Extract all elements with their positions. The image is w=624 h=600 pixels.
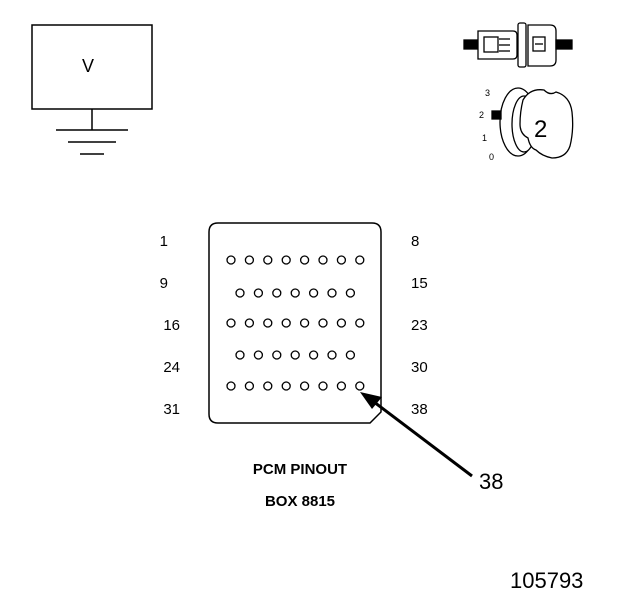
- connector-pin: [253, 350, 264, 360]
- connector-pin: [308, 288, 319, 298]
- ground-icon: [56, 109, 128, 155]
- connector-pin: [235, 350, 245, 360]
- connector-pin: [272, 350, 282, 360]
- connector-pin: [244, 255, 255, 265]
- left-pin-label: 31: [163, 401, 180, 418]
- connector-pin: [299, 255, 310, 265]
- connector-pin: [281, 381, 291, 391]
- right-pin-label: 30: [411, 359, 428, 376]
- left-pin-label: 24: [163, 359, 180, 376]
- connector-pin: [253, 288, 264, 298]
- connector-pin: [308, 350, 319, 360]
- connector-plug-icon: [463, 22, 573, 68]
- connector-pin: [290, 288, 300, 298]
- callout-pin-label: 38: [479, 469, 504, 494]
- connector-pin: [226, 318, 236, 328]
- left-pin-label: 9: [159, 275, 168, 292]
- connector-pin: [355, 318, 365, 328]
- connector-pin: [263, 255, 273, 265]
- connector-pin: [318, 381, 328, 391]
- connector-pin: [336, 318, 347, 328]
- connector-pin: [281, 318, 291, 328]
- diagram-subtitle: BOX 8815: [264, 493, 336, 510]
- connector-pin: [244, 381, 255, 391]
- right-pin-label: 23: [411, 317, 428, 334]
- left-pin-label: 16: [163, 317, 180, 334]
- connector-pin: [318, 255, 328, 265]
- connector-pin: [281, 255, 291, 265]
- right-pin-label: 38: [411, 401, 428, 418]
- figure-number: 105793: [510, 568, 584, 593]
- right-pin-label: 15: [411, 275, 428, 292]
- connector-pin: [226, 255, 236, 265]
- dial-tick-1: 1: [482, 133, 488, 143]
- connector-pin: [318, 318, 328, 328]
- connector-pin: [336, 381, 347, 391]
- left-pin-label: 1: [159, 233, 168, 250]
- connector-pin: [299, 381, 310, 391]
- connector-pin: [263, 318, 273, 328]
- voltmeter-label: V: [82, 56, 95, 76]
- connector-pin: [299, 318, 310, 328]
- connector-pin: [263, 381, 273, 391]
- ignition-key-icon: [491, 87, 574, 159]
- dial-tick-0: 0: [489, 152, 495, 162]
- connector-pin: [327, 350, 337, 360]
- connector-pin: [235, 288, 245, 298]
- connector-body: [208, 222, 382, 424]
- connector-pin: [336, 255, 347, 265]
- connector-pin: [272, 288, 282, 298]
- connector-pin: [345, 288, 356, 298]
- callout-arrow: [360, 392, 473, 478]
- connector-pin: [345, 350, 356, 360]
- connector-pin: [290, 350, 300, 360]
- connector-pins: [226, 255, 365, 391]
- right-pin-label: 8: [411, 233, 420, 250]
- connector-pin: [355, 255, 365, 265]
- connector-pin: [327, 288, 337, 298]
- connector-pin: [244, 318, 255, 328]
- diagram-title: PCM PINOUT: [252, 461, 348, 478]
- dial-tick-2: 2: [479, 110, 485, 120]
- connector-pin: [226, 381, 236, 391]
- dial-position-label: 2: [534, 116, 548, 143]
- dial-tick-3: 3: [485, 88, 491, 98]
- connector-pin: [355, 381, 365, 391]
